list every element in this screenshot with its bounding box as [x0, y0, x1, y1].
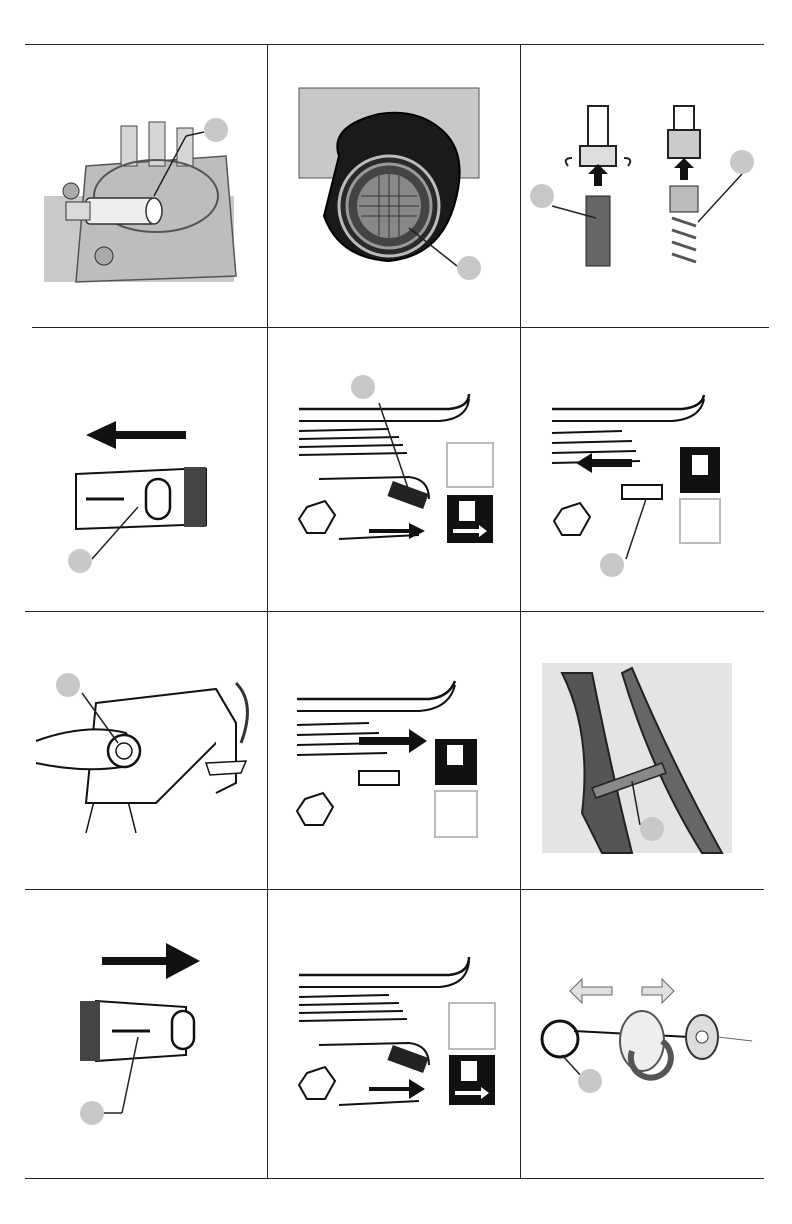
panel-switch-off: [26, 329, 266, 610]
panel-choke-open: [269, 613, 519, 888]
callout-circle: [351, 375, 375, 399]
panel-primer-button: [26, 613, 266, 888]
panel-hose-connections: [522, 46, 764, 326]
callout-circle: [578, 1069, 602, 1093]
callout-circle: [457, 256, 481, 280]
top-rule: [25, 44, 764, 45]
panel-pump-outlet: [26, 46, 266, 326]
callout-circle: [204, 118, 228, 142]
callout-circle: [68, 549, 92, 573]
column-divider-2: [520, 44, 521, 1178]
panel-fuel-valve-off: [269, 891, 519, 1177]
row-divider-2: [25, 611, 764, 612]
panel-recoil-start: [522, 891, 764, 1177]
rocker-switch-icon: [26, 329, 266, 610]
rocker-switch-icon: [26, 891, 266, 1177]
callout-circle: [530, 184, 554, 208]
choke-lever-icon: [522, 329, 764, 610]
callout-circle: [730, 150, 754, 174]
panel-spray-gun-lock: [522, 613, 764, 888]
callout-circle: [80, 1101, 104, 1125]
panel-inlet-filter: [269, 46, 519, 326]
primer-bulb-icon: [26, 613, 266, 888]
panel-fuel-valve-on: [269, 329, 519, 610]
row-divider-1: [32, 327, 769, 328]
pump-outlet-icon: [26, 46, 266, 326]
panel-choke-closed: [522, 329, 764, 610]
bottom-rule: [25, 1178, 764, 1179]
callout-circle: [640, 817, 664, 841]
row-divider-3: [25, 889, 764, 890]
fuel-valve-icon: [269, 329, 519, 610]
column-divider-1: [267, 44, 268, 1178]
callout-circle: [600, 553, 624, 577]
fuel-valve-icon: [269, 891, 519, 1177]
hose-connection-icon: [522, 46, 764, 326]
callout-circle: [56, 673, 80, 697]
starter-cord-icon: [522, 891, 764, 1177]
spray-gun-icon: [522, 613, 764, 888]
inlet-filter-icon: [269, 46, 519, 326]
panel-switch-on: [26, 891, 266, 1177]
choke-lever-icon: [269, 613, 519, 888]
